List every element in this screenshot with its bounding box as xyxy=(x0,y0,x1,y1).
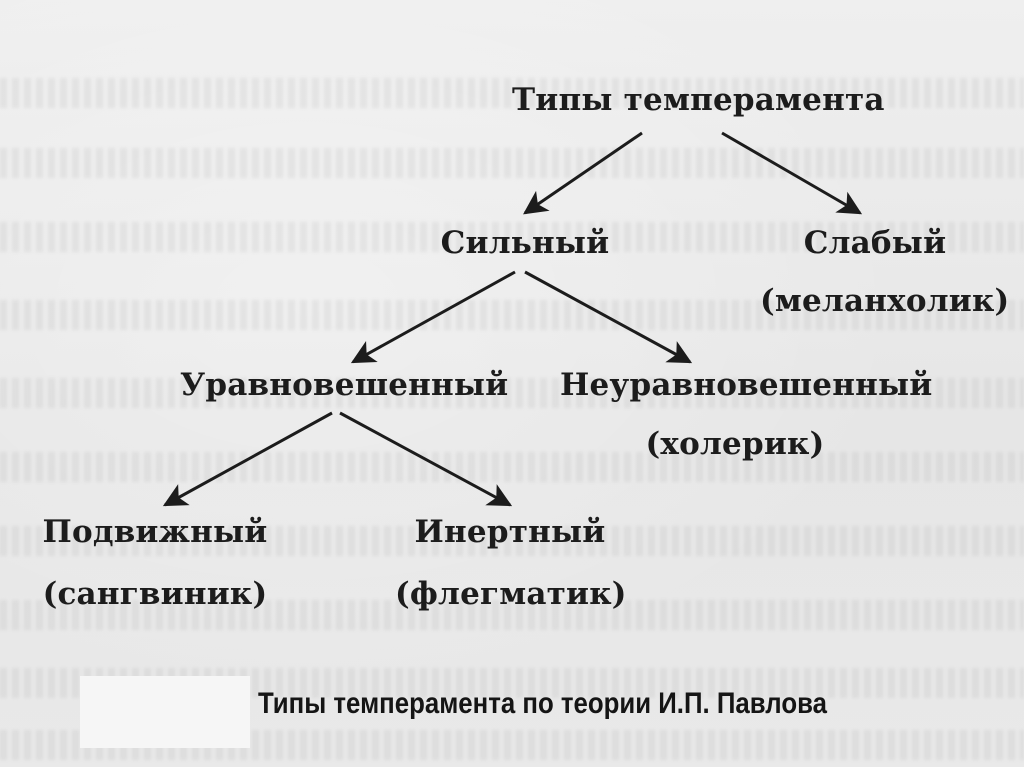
node-label: Инертный xyxy=(414,514,606,550)
arrow-strong-to-unbalanced xyxy=(524,270,693,364)
blank-patch xyxy=(80,676,250,748)
node-mobile: Подвижный (сангвиник) xyxy=(40,512,270,614)
arrow-balanced-to-inert xyxy=(339,411,513,507)
node-label: Неуравновешенный xyxy=(560,367,933,403)
node-label: Уравновешенный xyxy=(180,367,509,403)
arrow-strong-to-balanced xyxy=(350,270,516,364)
bleed-through-line xyxy=(0,300,1024,330)
node-temperament: (холерик) xyxy=(645,426,825,462)
node-strong: Сильный xyxy=(430,223,620,263)
node-label: Слабый xyxy=(803,225,947,261)
arrow-balanced-to-mobile xyxy=(162,411,333,507)
bleed-through-line xyxy=(0,526,1024,556)
bleed-through-line xyxy=(0,600,1024,630)
node-label: Сильный xyxy=(440,225,610,261)
node-temperament: (меланхолик) xyxy=(760,283,1010,319)
node-temperament: (сангвиник) xyxy=(42,576,268,612)
node-label: Типы темперамента xyxy=(512,82,885,118)
bleed-through-line xyxy=(0,78,1024,108)
node-temperament-types: Типы темперамента xyxy=(512,80,885,120)
node-balanced: Уравновешенный xyxy=(180,365,509,405)
bleed-through-line xyxy=(0,148,1024,178)
bleed-through-line xyxy=(0,222,1024,252)
node-unbalanced: Неуравновешенный (холерик) xyxy=(560,365,933,464)
arrow-root-to-weak xyxy=(721,131,863,215)
node-inert: Инертный (флегматик) xyxy=(395,512,627,614)
node-weak: Слабый (меланхолик) xyxy=(760,223,1010,321)
arrow-root-to-strong xyxy=(523,131,643,215)
bleed-through-line xyxy=(0,452,1024,482)
node-label: Подвижный xyxy=(42,514,268,550)
node-temperament: (флегматик) xyxy=(395,576,627,612)
figure-caption: Типы темперамента по теории И.П. Павлова xyxy=(258,687,827,720)
bleed-through-line xyxy=(0,378,1024,408)
